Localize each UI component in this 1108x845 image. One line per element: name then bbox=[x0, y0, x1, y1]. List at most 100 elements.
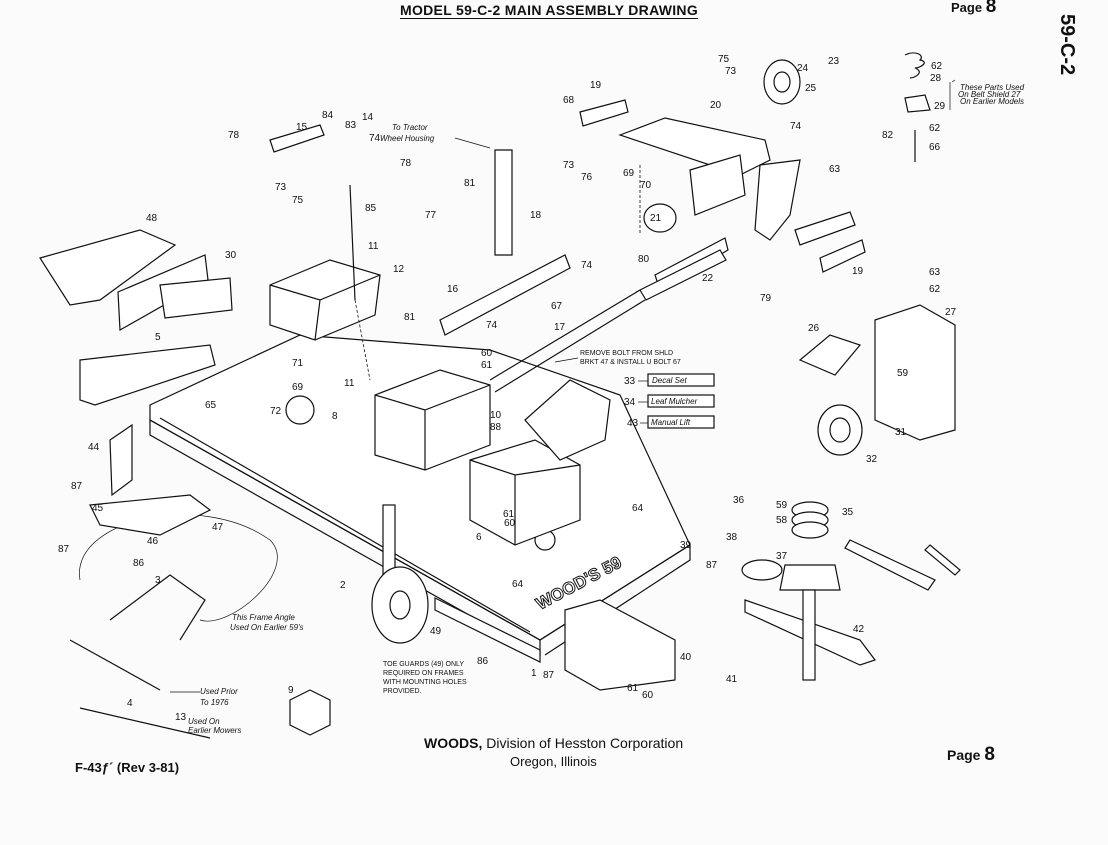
part-num: 87 bbox=[58, 544, 70, 555]
part-num: 78 bbox=[228, 130, 240, 141]
part-num: 84 bbox=[322, 110, 334, 121]
part-num: 47 bbox=[212, 522, 224, 533]
shield-48 bbox=[39, 229, 177, 306]
part-num: 87 bbox=[543, 670, 555, 681]
note-used-prior-2: To 1976 bbox=[200, 698, 229, 707]
part-num: 45 bbox=[92, 503, 104, 514]
part-num: 36 bbox=[733, 495, 745, 506]
note-tractor-2: Wheel Housing bbox=[380, 134, 435, 143]
company-name: WOODS, Division of Hesston Corporation bbox=[424, 735, 684, 751]
part-num: 76 bbox=[581, 172, 593, 183]
part-num: 85 bbox=[365, 203, 377, 214]
form-number: F-43ƒ´ (Rev 3-81) bbox=[75, 760, 180, 775]
part-num: 62 bbox=[929, 123, 941, 134]
part-num: 59 bbox=[897, 368, 909, 379]
kit-num-43: 43 bbox=[627, 418, 639, 429]
part-num: 44 bbox=[88, 442, 100, 453]
part-num: 73 bbox=[725, 66, 737, 77]
part-num: 69 bbox=[292, 382, 304, 393]
part-num: 29 bbox=[934, 101, 946, 112]
part-num: 62 bbox=[931, 61, 943, 72]
note-toe-4: PROVIDED. bbox=[383, 688, 422, 695]
part-num: 63 bbox=[929, 267, 941, 278]
kit-label-34: Leaf Mulcher bbox=[651, 397, 698, 406]
part-num: 19 bbox=[590, 80, 602, 91]
part-num: 8 bbox=[332, 411, 338, 422]
part-num: 61 bbox=[503, 509, 515, 520]
kit-label-43: Manual Lift bbox=[651, 418, 691, 427]
part-num: 74 bbox=[581, 260, 593, 271]
part-num: 40 bbox=[680, 652, 692, 663]
part-num: 77 bbox=[425, 210, 437, 221]
part-num: 22 bbox=[702, 273, 714, 284]
part-num: 74 bbox=[790, 121, 802, 132]
part-num: 74 bbox=[486, 320, 498, 331]
part-num: 78 bbox=[400, 158, 412, 169]
part-num: 19 bbox=[852, 266, 864, 277]
part-num: 87 bbox=[706, 560, 718, 571]
part-num: 61 bbox=[627, 683, 639, 694]
part-num: 81 bbox=[464, 178, 476, 189]
kit-boxes: 33 34 43 Decal Set Leaf Mulcher Manual L… bbox=[624, 373, 715, 429]
part-num: 71 bbox=[292, 358, 304, 369]
note-used-earlier-1: Used On bbox=[188, 717, 220, 726]
page-number-top: Page 8 bbox=[951, 0, 997, 17]
part-num: 1 bbox=[531, 668, 537, 679]
kit-label-33: Decal Set bbox=[652, 376, 687, 385]
part-num: 68 bbox=[563, 95, 575, 106]
part-num: 60 bbox=[481, 348, 493, 359]
part-num: 39 bbox=[680, 540, 692, 551]
note-toe-3: WITH MOUNTING HOLES bbox=[383, 679, 467, 686]
part-num: 42 bbox=[853, 624, 865, 635]
part-num: 83 bbox=[345, 120, 357, 131]
part-num: 67 bbox=[551, 301, 563, 312]
blade-assembly bbox=[744, 539, 961, 681]
note-frame-angle-2: Used On Earlier 59's bbox=[230, 623, 304, 632]
part-num: 41 bbox=[726, 674, 738, 685]
part-num: 79 bbox=[760, 293, 772, 304]
part-num: 11 bbox=[368, 241, 379, 252]
part-num: 11 bbox=[344, 378, 355, 389]
frame-angle-inset bbox=[79, 514, 278, 622]
part-num: 12 bbox=[393, 264, 405, 275]
part-num: 30 bbox=[225, 250, 237, 261]
shield-12 bbox=[269, 259, 381, 341]
part-num: 63 bbox=[829, 164, 841, 175]
kit-num-33: 33 bbox=[624, 376, 636, 387]
part-num: 86 bbox=[133, 558, 145, 569]
note-earlier-1: These Parts Used bbox=[960, 83, 1025, 92]
part-num: 61 bbox=[481, 360, 493, 371]
part-num: 10 bbox=[490, 410, 502, 421]
part-num: 46 bbox=[147, 536, 159, 547]
part-num: 20 bbox=[710, 100, 722, 111]
note-earlier-2: On Belt Shield 27 bbox=[958, 90, 1021, 99]
part-num: 64 bbox=[632, 503, 644, 514]
part-num: 73 bbox=[275, 182, 287, 193]
part-num: 9 bbox=[288, 685, 294, 696]
note-remove-2: BRKT 47 & INSTALL U BOLT 67 bbox=[580, 359, 681, 366]
note-used-prior-1: Used Prior bbox=[200, 687, 238, 696]
note-toe-2: REQUIRED ON FRAMES bbox=[383, 670, 464, 677]
part-num: 81 bbox=[404, 312, 416, 323]
part-num: 87 bbox=[71, 481, 83, 492]
page-title: MODEL 59-C-2 MAIN ASSEMBLY DRAWING bbox=[400, 2, 699, 19]
part-num: 62 bbox=[929, 284, 941, 295]
part-num: 72 bbox=[270, 406, 282, 417]
part-num: 86 bbox=[477, 656, 489, 667]
part-num: 69 bbox=[623, 168, 635, 179]
part-num: 3 bbox=[155, 575, 161, 586]
part-num: 73 bbox=[563, 160, 575, 171]
part-num: 74 bbox=[369, 133, 381, 144]
part-num: 66 bbox=[929, 142, 941, 153]
part-num: 16 bbox=[447, 284, 459, 295]
part-num: 35 bbox=[842, 507, 854, 518]
part-num: 6 bbox=[476, 532, 482, 543]
part-callouts: 1 2 3 4 5 6 8 9 10 11 11 12 13 14 15 16 … bbox=[58, 54, 957, 723]
note-earlier-3: On Earlier Models bbox=[960, 97, 1024, 106]
skid-5 bbox=[79, 344, 216, 406]
part-num: 31 bbox=[895, 427, 907, 438]
part-num: 59 bbox=[776, 500, 788, 511]
part-num: 82 bbox=[882, 130, 894, 141]
part-num: 75 bbox=[292, 195, 304, 206]
